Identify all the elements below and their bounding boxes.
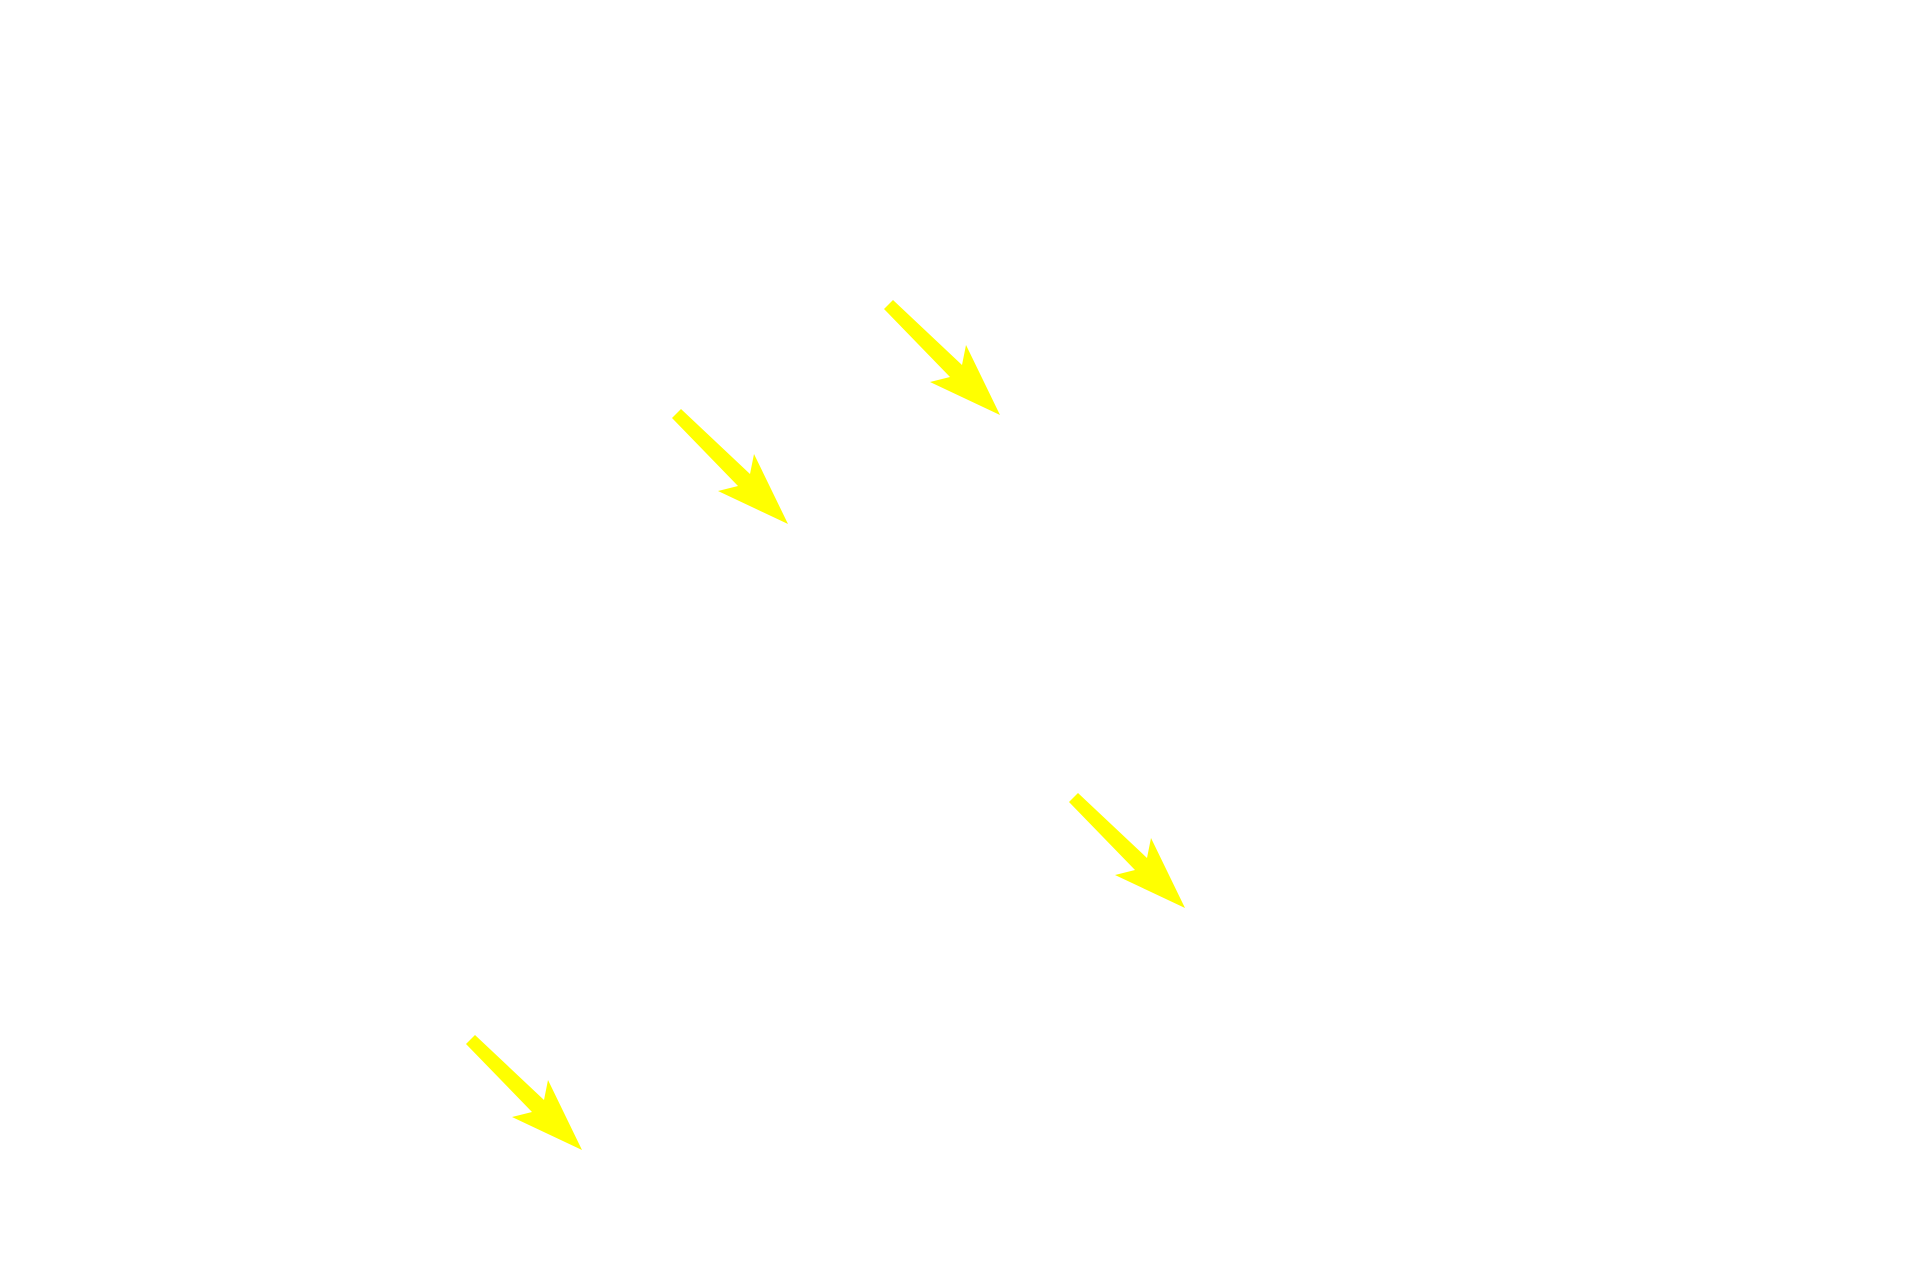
- arrow-down-right-icon: [672, 409, 788, 524]
- arrow-down-right-icon: [466, 1035, 582, 1150]
- arrow-down-right-icon: [884, 300, 1000, 415]
- arrow-down-right-icon: [1069, 793, 1185, 908]
